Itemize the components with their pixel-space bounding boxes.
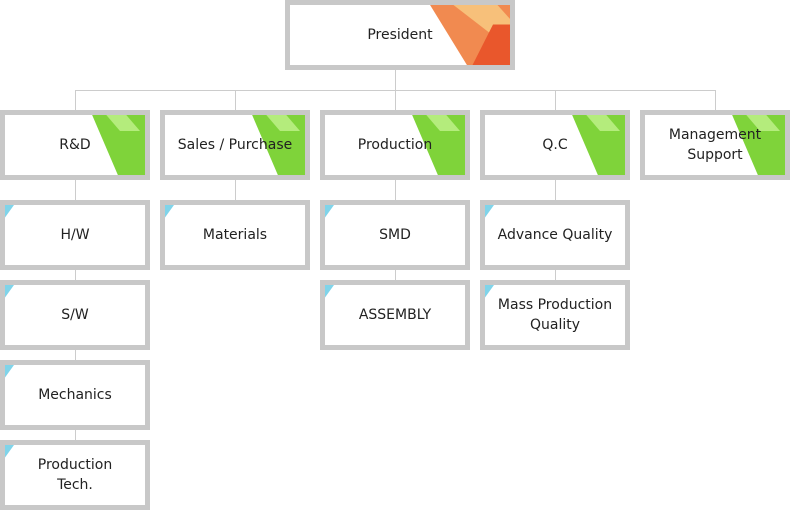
department-box-label: Production [357, 137, 433, 153]
president-accent-shape-3 [510, 0, 515, 70]
team-box-label: Mechanics [38, 387, 112, 403]
dept-accent-shape-4 [590, 175, 630, 180]
department-drop-connector [235, 90, 236, 110]
dept-accent-shape-4 [110, 175, 150, 180]
department-drop-connector [715, 90, 716, 110]
department-box-label: Sales / Purchase [177, 137, 293, 153]
team-box-label: H/W [60, 227, 90, 243]
team-accent-shape-2 [480, 345, 555, 350]
dept-accent-shape-2 [305, 110, 310, 180]
department-box: Q.C [480, 110, 630, 180]
department-box-label: Management Support [668, 127, 762, 163]
team-box: Mass Production Quality [480, 280, 630, 350]
team-box: Materials [160, 200, 310, 270]
team-accent-shape-2 [480, 265, 555, 270]
department-box: Management Support [640, 110, 790, 180]
president-connector [395, 70, 396, 90]
dept-accent-shape-2 [625, 110, 630, 180]
department-drop-connector [395, 90, 396, 110]
team-box: S/W [0, 280, 150, 350]
team-box-label: ASSEMBLY [358, 307, 432, 323]
team-accent-shape-2 [0, 265, 75, 270]
dept-accent-shape-2 [145, 110, 150, 180]
department-box-label: R&D [59, 137, 91, 153]
team-accent-shape-2 [160, 265, 235, 270]
team-box-label: SMD [379, 227, 411, 243]
team-accent-shape-2 [0, 425, 75, 430]
team-box: Production Tech. [0, 440, 150, 510]
president-box-label: President [367, 27, 433, 43]
team-box: Mechanics [0, 360, 150, 430]
department-box: Sales / Purchase [160, 110, 310, 180]
team-box-label: Production Tech. [37, 457, 113, 493]
department-drop-connector [555, 90, 556, 110]
team-box-label: Mass Production Quality [497, 297, 613, 333]
team-box: SMD [320, 200, 470, 270]
team-accent-shape-2 [320, 265, 395, 270]
department-box: Production [320, 110, 470, 180]
team-box: ASSEMBLY [320, 280, 470, 350]
dept-accent-shape-4 [750, 175, 790, 180]
dept-accent-shape-4 [430, 175, 470, 180]
team-accent-shape-2 [320, 345, 395, 350]
department-box: R&D [0, 110, 150, 180]
team-box: H/W [0, 200, 150, 270]
team-accent-shape-2 [0, 345, 75, 350]
department-drop-connector [75, 90, 76, 110]
team-accent-shape-2 [0, 505, 75, 510]
team-box-label: Materials [202, 227, 268, 243]
team-box: Advance Quality [480, 200, 630, 270]
dept-accent-shape-2 [785, 110, 790, 180]
team-box-label: S/W [61, 307, 89, 323]
dept-accent-shape-4 [270, 175, 310, 180]
team-box-label: Advance Quality [497, 227, 613, 243]
president-box: President [285, 0, 515, 70]
department-box-label: Q.C [542, 137, 568, 153]
dept-accent-shape-2 [465, 110, 470, 180]
